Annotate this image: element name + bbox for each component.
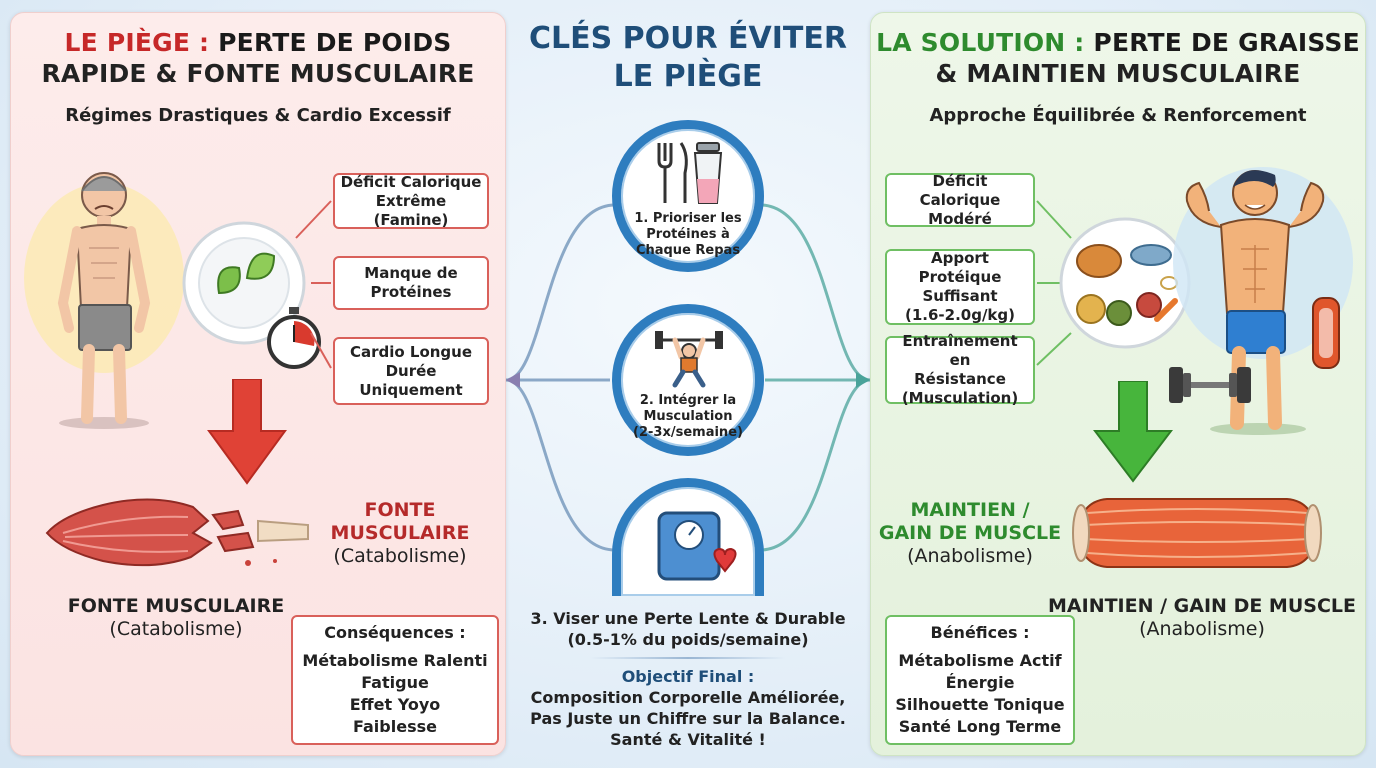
step-1-circle: 1. Prioriser les Protéines à Chaque Repa…	[612, 120, 764, 272]
trap-cause-3-line3: Uniquement	[359, 380, 463, 399]
consequence-item: Effet Yoyo	[349, 695, 441, 714]
trap-consequences-box: Conséquences : Métabolisme Ralenti Fatig…	[291, 615, 499, 745]
solution-panel: LA SOLUTION : PERTE DE GRAISSE & MAINTIE…	[870, 12, 1366, 756]
solution-result-label: MAINTIEN / GAIN DE MUSCLE (Anabolisme)	[875, 499, 1065, 568]
trap-title-rest: PERTE DE POIDS	[218, 28, 452, 57]
fork-knife-shaker-icon	[657, 142, 723, 204]
solution-cause-1-line1: Déficit Calorique	[919, 171, 1001, 209]
step-2-line3: (2-3x/semaine)	[633, 425, 743, 440]
solution-bottom-label: MAINTIEN / GAIN DE MUSCLE (Anabolisme)	[1047, 595, 1357, 641]
consequence-item: Fatigue	[361, 673, 429, 692]
step-1-line3: Chaque Repas	[635, 243, 741, 258]
trap-bottom-line1: FONTE MUSCULAIRE	[67, 595, 285, 617]
scale-heart-icon	[657, 511, 737, 581]
center-title-line2: LE PIÈGE	[613, 59, 763, 94]
step-3-circle	[612, 478, 764, 596]
trap-cause-2-line2: Protéines	[370, 283, 452, 301]
solution-cause-moderate-deficit: Déficit Calorique Modéré	[885, 171, 1035, 228]
step-3-line2: (0.5-1% du poids/semaine)	[567, 630, 809, 649]
trap-cause-connectors	[295, 200, 332, 369]
step-2-text: 2. Intégrer la Musculation (2-3x/semaine…	[621, 393, 755, 441]
down-arrow-green-icon	[1093, 381, 1173, 483]
solution-benefits-box: Bénéfices : Métabolisme Actif Énergie Si…	[885, 615, 1075, 745]
trap-bottom-line2: (Catabolisme)	[109, 618, 243, 640]
goal-line: Composition Corporelle Améliorée,	[530, 688, 846, 707]
benefit-item: Santé Long Terme	[898, 717, 1062, 736]
goal-label: Objectif Final :	[621, 667, 755, 686]
healthy-muscle-icon	[1072, 498, 1322, 568]
step-1-text: 1. Prioriser les Protéines à Chaque Repa…	[621, 211, 755, 259]
goal-line: Pas Juste un Chiffre sur la Balance.	[530, 709, 846, 728]
benefit-item: Silhouette Tonique	[895, 695, 1065, 714]
solution-bottom-line2: (Anabolisme)	[1139, 618, 1265, 640]
solution-cause-2-line3: (1.6-2.0g/kg)	[904, 306, 1015, 324]
solution-title-line2: & MAINTIEN MUSCULAIRE	[935, 59, 1301, 88]
trap-cause-2-line1: Manque de	[364, 264, 458, 282]
trap-title: LE PIÈGE : PERTE DE POIDS	[11, 27, 505, 58]
muscular-man-icon	[1173, 167, 1353, 435]
trap-title-line2: RAPIDE & FONTE MUSCULAIRE	[41, 59, 475, 88]
trap-cause-cardio-only: Cardio Longue Durée Uniquement	[333, 337, 489, 405]
step-1-line1: 1. Prioriser les	[634, 211, 742, 226]
benefits-title: Bénéfices :	[930, 623, 1030, 642]
trap-title-highlight: LE PIÈGE :	[64, 28, 210, 57]
trap-cause-1-line1: Déficit Calorique	[340, 172, 482, 191]
trap-panel: LE PIÈGE : PERTE DE POIDS RAPIDE & FONTE…	[10, 12, 506, 756]
trap-cause-1-line2: Extrême (Famine)	[373, 191, 449, 229]
trap-cause-3-line2: Durée	[385, 361, 437, 380]
solution-bottom-line1: MAINTIEN / GAIN DE MUSCLE	[1048, 595, 1356, 617]
solution-cause-resistance-training: Entraînement en Résistance (Musculation)	[885, 332, 1035, 407]
trap-cause-protein-lack: Manque de Protéines	[333, 256, 489, 310]
goal-block: Objectif Final : Composition Corporelle …	[520, 666, 856, 750]
trap-result-line3: (Catabolisme)	[333, 545, 467, 567]
solution-title-rest: PERTE DE GRAISSE	[1093, 28, 1360, 57]
goal-line: Santé & Vitalité !	[610, 730, 766, 749]
stopwatch-icon	[267, 307, 321, 369]
step-3-text: 3. Viser une Perte Lente & Durable (0.5-…	[520, 608, 856, 650]
benefit-item: Énergie	[945, 673, 1015, 692]
lettuce-plate-icon	[182, 221, 306, 345]
solution-title-highlight: LA SOLUTION :	[876, 28, 1085, 57]
solution-cause-3-line3: (Musculation)	[901, 389, 1019, 407]
trap-subtitle: Régimes Drastiques & Cardio Excessif	[65, 105, 451, 126]
solution-cause-3-line1: Entraînement en	[902, 332, 1018, 369]
solution-title: LA SOLUTION : PERTE DE GRAISSE	[871, 27, 1365, 58]
step-2-line1: 2. Intégrer la	[639, 393, 737, 408]
step-2-circle: 2. Intégrer la Musculation (2-3x/semaine…	[612, 304, 764, 456]
step-2-line2: Musculation	[643, 409, 733, 424]
divider	[590, 657, 786, 659]
solution-subtitle: Approche Équilibrée & Renforcement	[929, 105, 1307, 126]
trap-cause-calorie-deficit: Déficit Calorique Extrême (Famine)	[333, 173, 489, 229]
weightlifter-icon	[655, 331, 723, 388]
down-arrow-red-icon	[207, 379, 287, 485]
solution-result-line3: (Anabolisme)	[907, 545, 1033, 567]
dumbbell-icon	[1169, 367, 1251, 403]
solution-cause-2-line1: Apport Protéique	[918, 249, 1002, 286]
solution-result-line1: MAINTIEN /	[910, 499, 1030, 521]
step-1-line2: Protéines à	[646, 227, 730, 242]
consequences-title: Conséquences :	[324, 623, 466, 642]
trap-bottom-label: FONTE MUSCULAIRE (Catabolisme)	[41, 595, 311, 641]
solution-cause-3-line2: Résistance	[914, 370, 1006, 388]
thin-worried-man-icon	[24, 172, 184, 429]
solution-result-line2: GAIN DE MUSCLE	[878, 522, 1062, 544]
trap-result-line1: FONTE	[364, 499, 436, 521]
solution-cause-protein-intake: Apport Protéique Suffisant (1.6-2.0g/kg)	[885, 249, 1035, 325]
trap-result-line2: MUSCULAIRE	[330, 522, 470, 544]
consequence-item: Faiblesse	[353, 717, 437, 736]
torn-muscle-icon	[45, 498, 309, 567]
solution-cause-1-line2: Modéré	[928, 209, 992, 228]
center-title-line1: CLÉS POUR ÉVITER	[528, 21, 847, 56]
balanced-meal-plate-icon	[1059, 217, 1191, 349]
trap-cause-3-line1: Cardio Longue	[349, 342, 473, 361]
solution-cause-2-line2: Suffisant	[922, 287, 998, 305]
trap-result-label: FONTE MUSCULAIRE (Catabolisme)	[311, 499, 489, 568]
step-3-line1: 3. Viser une Perte Lente & Durable	[530, 609, 846, 628]
consequence-item: Métabolisme Ralenti	[302, 651, 488, 670]
benefit-item: Métabolisme Actif	[898, 651, 1062, 670]
center-title: CLÉS POUR ÉVITER LE PIÈGE	[520, 20, 856, 96]
solution-cause-connectors	[1036, 200, 1072, 366]
